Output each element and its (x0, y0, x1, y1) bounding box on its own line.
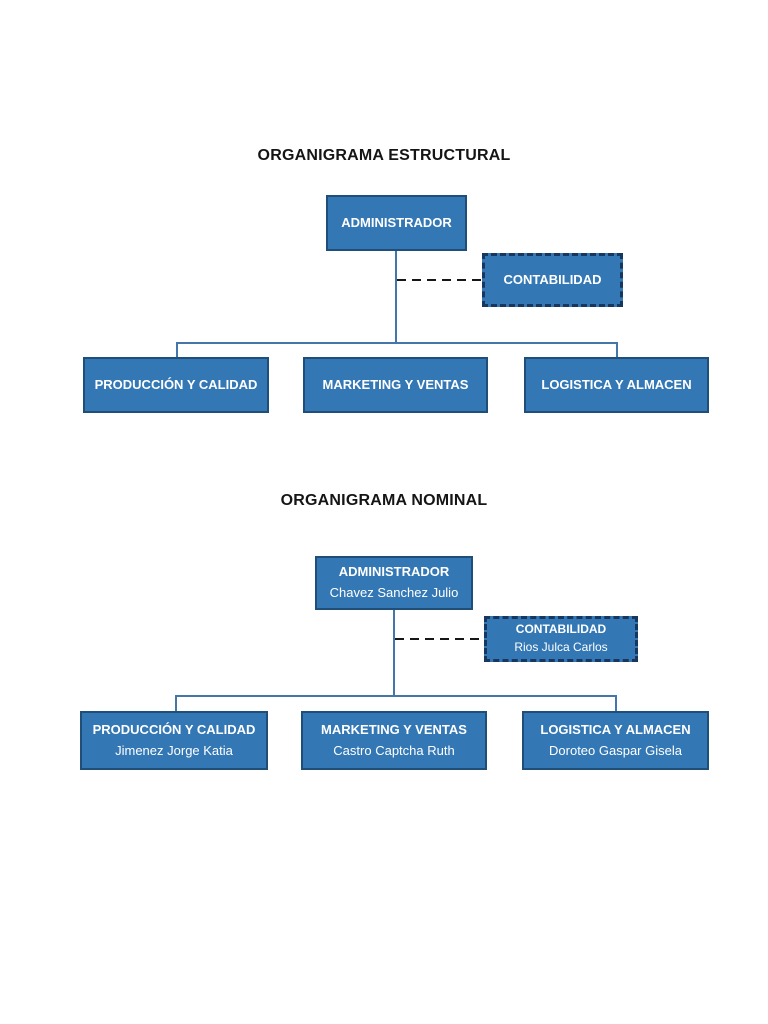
node-label: PRODUCCIÓN Y CALIDAD (94, 376, 258, 392)
node-person-name: Chavez Sanchez Julio (329, 585, 459, 600)
connector-contabilidad-dashed (395, 638, 484, 640)
node-contabilidad: CONTABILIDAD Rios Julca Carlos (484, 616, 638, 662)
node-administrador: ADMINISTRADOR (326, 195, 467, 251)
node-label: LOGISTICA Y ALMACEN (540, 721, 691, 737)
node-label: LOGISTICA Y ALMACEN (541, 376, 692, 392)
connector-drop-logistica (615, 695, 617, 712)
connector-drop-produccion (176, 342, 178, 358)
connector-contabilidad-dashed (397, 279, 483, 281)
node-label: CONTABILIDAD (515, 622, 607, 637)
structural-chart-title: ORGANIGRAMA ESTRUCTURAL (257, 147, 511, 164)
node-marketing-y-ventas: MARKETING Y VENTAS Castro Captcha Ruth (301, 711, 487, 770)
connector-drop-produccion (175, 695, 177, 712)
node-label: MARKETING Y VENTAS (321, 721, 467, 737)
node-produccion-y-calidad: PRODUCCIÓN Y CALIDAD Jimenez Jorge Katia (80, 711, 268, 770)
node-administrador: ADMINISTRADOR Chavez Sanchez Julio (315, 556, 473, 610)
node-label: ADMINISTRADOR (338, 564, 450, 580)
node-label: CONTABILIDAD (503, 271, 602, 287)
node-label: ADMINISTRADOR (341, 214, 452, 230)
node-marketing-y-ventas: MARKETING Y VENTAS (303, 357, 488, 413)
node-person-name: Castro Captcha Ruth (333, 742, 455, 758)
node-logistica-y-almacen: LOGISTICA Y ALMACEN (524, 357, 709, 413)
node-contabilidad: CONTABILIDAD (482, 253, 623, 307)
node-person-name: Rios Julca Carlos (514, 640, 608, 654)
nominal-chart-title: ORGANIGRAMA NOMINAL (280, 492, 488, 509)
node-label: PRODUCCIÓN Y CALIDAD (92, 721, 256, 737)
node-person-name: Jimenez Jorge Katia (115, 742, 233, 758)
node-person-name: Doroteo Gaspar Gisela (549, 742, 682, 758)
node-produccion-y-calidad: PRODUCCIÓN Y CALIDAD (83, 357, 269, 413)
connector-admin-vertical (395, 250, 397, 343)
connector-admin-vertical (393, 609, 395, 696)
connector-drop-logistica (616, 342, 618, 358)
node-logistica-y-almacen: LOGISTICA Y ALMACEN Doroteo Gaspar Gisel… (522, 711, 709, 770)
connector-horizontal (175, 695, 616, 697)
node-label: MARKETING Y VENTAS (322, 376, 469, 392)
connector-horizontal (176, 342, 617, 344)
